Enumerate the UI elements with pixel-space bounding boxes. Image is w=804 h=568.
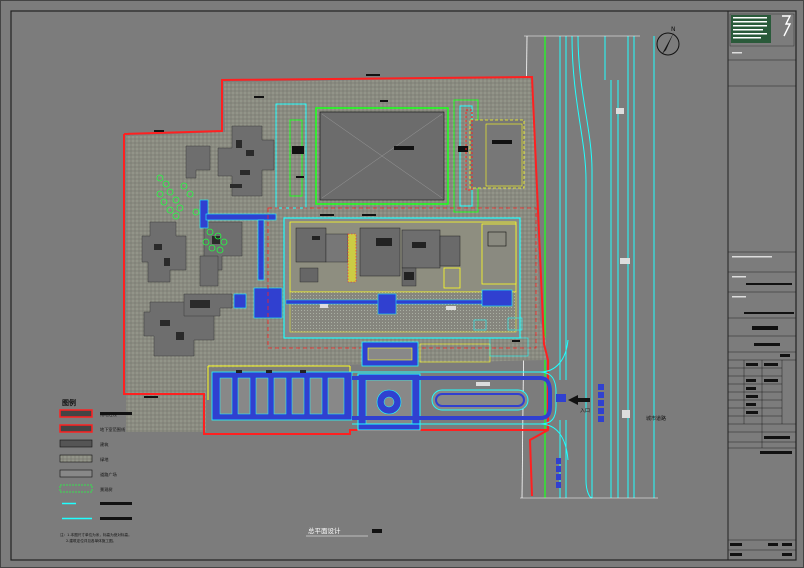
annotation-marks — [144, 74, 520, 398]
legend-swatch — [59, 484, 93, 493]
legend-item: 建筑 — [59, 439, 109, 448]
legend-item — [62, 502, 132, 505]
northeast-building — [465, 109, 525, 191]
villa-details — [154, 140, 254, 340]
legend-label-bar — [100, 502, 132, 505]
legend-item: 景观树 — [59, 484, 113, 493]
sports-field — [315, 107, 449, 205]
road-label: 城市道路 — [646, 415, 666, 422]
legend-item — [62, 517, 132, 520]
legend-label: 地下室范围线 — [100, 426, 126, 433]
main-entrance: 入口 — [556, 384, 604, 488]
parking-area — [211, 370, 353, 421]
villa-cluster — [141, 125, 275, 357]
legend-label: 道路广场 — [100, 471, 117, 478]
legend-label-bar — [100, 412, 132, 415]
drawing-title: 总平面设计 — [306, 526, 382, 537]
city-road: 城市道路 — [520, 35, 666, 499]
inner-frame — [10, 10, 797, 561]
main-building — [283, 217, 523, 339]
central-plaza — [357, 373, 421, 431]
legend-item: 道路广场 — [59, 469, 117, 478]
legend-swatch — [59, 454, 93, 463]
note-1: 注：1.本图尺寸单位为米，标高为绝对标高。 — [60, 532, 132, 537]
title-block — [727, 11, 796, 560]
drawing-title-text: 总平面设计 — [308, 526, 341, 535]
legend-swatch — [59, 439, 93, 448]
landscape-trees — [156, 174, 228, 254]
legend-item: 用地红线 — [59, 409, 132, 418]
legend-title: 图例 — [62, 398, 76, 407]
site-boundary — [123, 75, 549, 497]
legend-swatch — [59, 424, 93, 433]
legend-item: 地下室范围线 — [59, 424, 126, 433]
legend-swatch — [59, 409, 93, 418]
legend-label: 景观树 — [100, 486, 113, 493]
notes: 注：1.本图尺寸单位为米，标高为绝对标高。 2.建筑定位详见各单体施工图。 — [60, 532, 132, 543]
legend-swatch — [59, 469, 93, 478]
legend-label-bar — [100, 517, 132, 520]
north-arrow-label: N — [671, 26, 676, 33]
note-2: 2.建筑定位详见各单体施工图。 — [66, 538, 116, 543]
east-driveway — [352, 339, 569, 461]
legend-item: 绿地 — [59, 454, 109, 463]
legend-label: 建筑 — [100, 441, 109, 448]
north-arrow: N — [656, 26, 680, 56]
entrance-label: 入口 — [580, 408, 590, 414]
legend-label: 绿地 — [100, 456, 109, 462]
legend-label: 用地红线 — [100, 411, 118, 418]
